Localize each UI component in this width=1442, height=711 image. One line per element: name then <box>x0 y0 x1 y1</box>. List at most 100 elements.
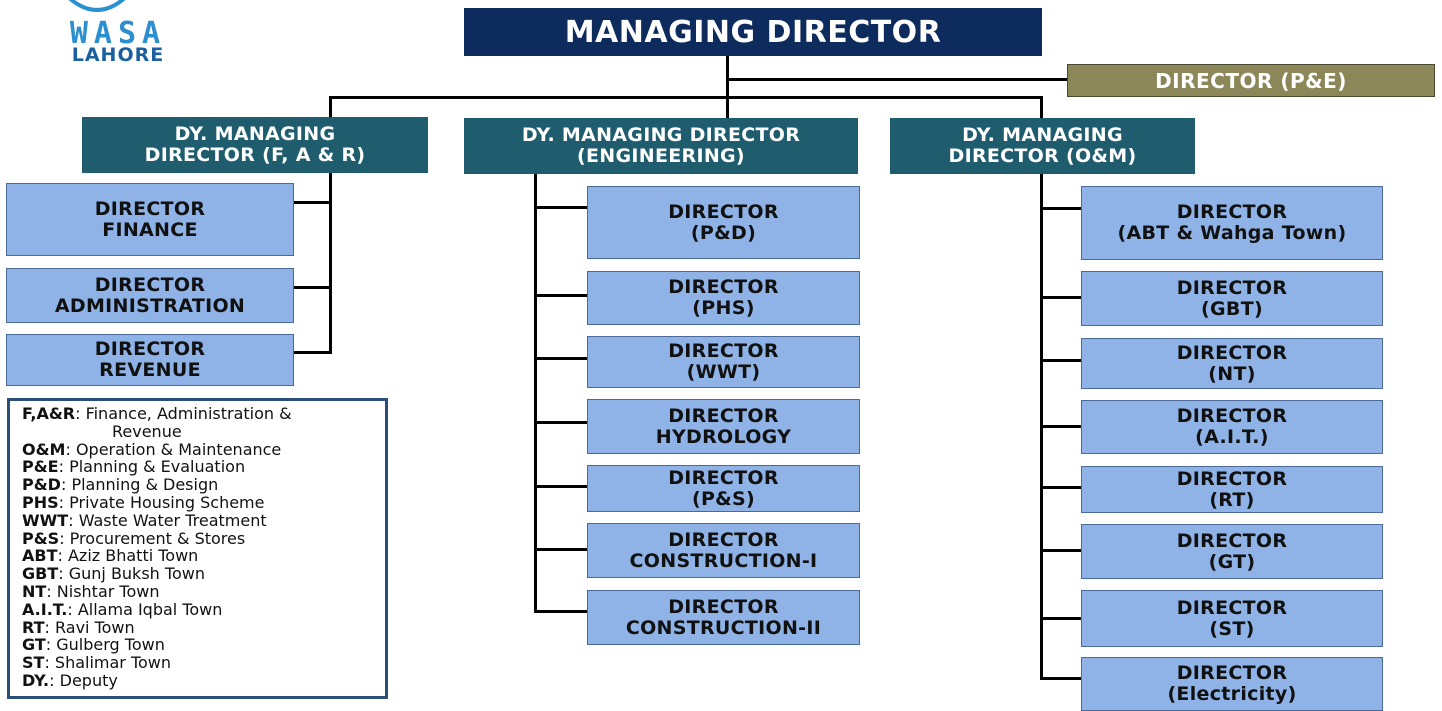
dy-md-far-line1: DY. MANAGING <box>174 123 336 145</box>
logo-text-wasa: WASA <box>69 16 167 51</box>
director-pd-line2: (P&D) <box>690 221 757 244</box>
connector-om-8 <box>1040 677 1082 680</box>
director-wwt-box: DIRECTOR(WWT) <box>587 336 860 388</box>
wasa-logo: WASA LAHORE <box>0 0 262 72</box>
managing-director-box: MANAGING DIRECTOR <box>464 8 1042 56</box>
legend-row: GT: Gulberg Town <box>22 635 165 655</box>
director-wwt-line2: (WWT) <box>686 361 761 383</box>
legend-row: P&E: Planning & Evaluation <box>22 457 246 477</box>
connector-left-3 <box>292 351 332 354</box>
director-nt-line2: (NT) <box>1208 362 1256 385</box>
legend-row: Revenue <box>112 421 182 441</box>
director-pe-box: DIRECTOR (P&E) <box>1067 64 1435 97</box>
connector-eng-1 <box>534 206 588 209</box>
director-hydrology-line1: DIRECTOR <box>668 404 779 427</box>
connector-dy-horizontal <box>329 96 1043 99</box>
director-ait-line1: DIRECTOR <box>1176 405 1288 427</box>
director-wwt-line1: DIRECTOR <box>668 340 779 362</box>
connector-om-4 <box>1040 425 1082 428</box>
connector-left-1 <box>292 201 332 204</box>
director-st-box: DIRECTOR(ST) <box>1081 590 1383 647</box>
connector-md-pe <box>726 78 1069 81</box>
dy-md-far-line2: DIRECTOR (F, A & R) <box>144 144 366 166</box>
director-administration-line2: ADMINISTRATION <box>54 294 246 317</box>
director-pd-line1: DIRECTOR <box>668 200 779 223</box>
director-ait-box: DIRECTOR(A.I.T.) <box>1081 400 1383 454</box>
director-pd-box: DIRECTOR(P&D) <box>587 186 860 259</box>
director-gt-box: DIRECTOR(GT) <box>1081 524 1383 579</box>
director-electricity-box: DIRECTOR(Electricity) <box>1081 657 1383 711</box>
dy-md-eng-line2: (ENGINEERING) <box>577 145 745 167</box>
connector-eng-vertical <box>534 173 537 612</box>
director-construction-2-line1: DIRECTOR <box>668 595 779 618</box>
director-administration-line1: DIRECTOR <box>94 273 206 296</box>
legend-row: DY.: Deputy <box>22 670 118 690</box>
director-gbt-box: DIRECTOR(GBT) <box>1081 271 1383 326</box>
legend-row: O&M: Operation & Maintenance <box>22 439 282 459</box>
connector-om-6 <box>1040 549 1082 552</box>
director-revenue-line2: REVENUE <box>99 359 201 381</box>
legend-row: NT: Nishtar Town <box>22 581 160 601</box>
logo-text-lahore: LAHORE <box>71 44 165 66</box>
director-construction-2-line2: CONSTRUCTION-II <box>625 616 822 639</box>
dy-md-om-line1: DY. MANAGING <box>962 124 1123 146</box>
director-electricity-line1: DIRECTOR <box>1176 662 1288 684</box>
director-ait-line2: (A.I.T.) <box>1195 426 1269 448</box>
legend-row: ST: Shalimar Town <box>22 653 172 673</box>
dy-md-eng-box: DY. MANAGING DIRECTOR(ENGINEERING) <box>464 118 858 174</box>
connector-om-2 <box>1040 296 1082 299</box>
director-st-line1: DIRECTOR <box>1176 596 1288 619</box>
connector-eng-6 <box>534 548 588 551</box>
director-rt-box: DIRECTOR(RT) <box>1081 466 1383 513</box>
director-construction-1-line2: CONSTRUCTION-I <box>629 549 818 572</box>
connector-om-7 <box>1040 617 1082 620</box>
legend-row: ABT: Aziz Bhatti Town <box>22 546 199 566</box>
director-hydrology-line2: HYDROLOGY <box>655 425 792 448</box>
connector-om-1 <box>1040 207 1082 210</box>
connector-eng-4 <box>534 421 588 424</box>
connector-eng-5 <box>534 485 588 488</box>
director-phs-line1: DIRECTOR <box>668 276 779 298</box>
director-gbt-line2: (GBT) <box>1201 297 1263 320</box>
connector-md-down <box>726 56 729 118</box>
connector-eng-3 <box>534 357 588 360</box>
legend-row: F,A&R: Finance, Administration & <box>22 404 292 423</box>
director-ps-box: DIRECTOR(P&S) <box>587 465 860 512</box>
legend-row: WWT: Waste Water Treatment <box>22 510 267 530</box>
director-abt-line2: (ABT & Wahga Town) <box>1117 222 1347 244</box>
abbreviation-legend: F,A&R: Finance, Administration & Revenue… <box>7 398 388 699</box>
connector-left-vertical <box>329 172 332 354</box>
director-gt-line1: DIRECTOR <box>1176 529 1288 552</box>
director-phs-line2: (PHS) <box>692 297 755 319</box>
director-ps-line1: DIRECTOR <box>668 466 779 489</box>
connector-eng-2 <box>534 294 588 297</box>
director-electricity-line2: (Electricity) <box>1167 683 1297 705</box>
legend-row: PHS: Private Housing Scheme <box>22 492 265 512</box>
director-revenue-line1: DIRECTOR <box>94 338 206 360</box>
director-rt-line2: (RT) <box>1209 488 1255 511</box>
legend-row: RT: Ravi Town <box>22 617 135 637</box>
director-st-line2: (ST) <box>1209 617 1255 640</box>
connector-left-2 <box>292 286 332 289</box>
logo-drop-icon <box>68 0 126 12</box>
director-finance-line1: DIRECTOR <box>94 197 206 220</box>
director-phs-box: DIRECTOR(PHS) <box>587 271 860 325</box>
connector-eng-7 <box>534 610 588 613</box>
dy-md-eng-line1: DY. MANAGING DIRECTOR <box>521 124 801 146</box>
director-ps-line2: (P&S) <box>691 487 756 510</box>
legend-row: P&S: Procurement & Stores <box>22 528 246 548</box>
connector-dy-left <box>329 96 332 118</box>
legend-row: GBT: Gunj Buksh Town <box>22 564 205 584</box>
dy-md-om-line2: DIRECTOR (O&M) <box>948 145 1137 167</box>
legend-row: A.I.T.: Allama Iqbal Town <box>22 599 223 619</box>
connector-om-3 <box>1040 359 1082 362</box>
director-finance-line2: FINANCE <box>102 218 198 241</box>
legend-row: P&D: Planning & Design <box>22 475 219 495</box>
